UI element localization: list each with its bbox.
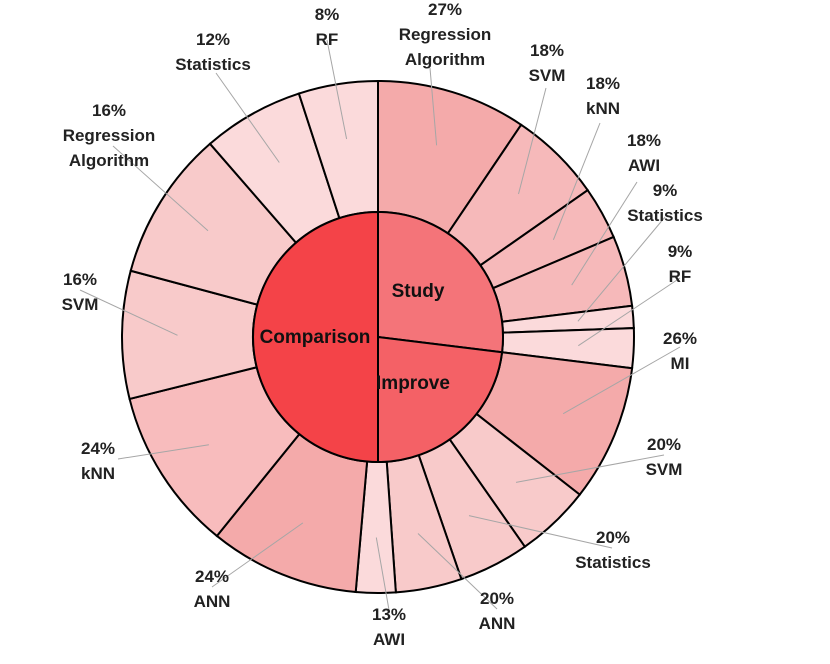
leader-line-improve-svm [515,454,665,483]
data-label-comparison-ann: 24%ANN [194,567,231,611]
leader-line-study-svm [518,87,547,195]
leader-line-improve-mi [562,346,681,415]
inner-ring [252,210,504,464]
inner-slice-comparison [252,210,379,464]
leader-line-improve-ann [417,533,498,610]
leader-line-improve-statistics [468,515,613,549]
data-label-study-svm: 18%SVM [529,41,566,85]
data-label-comparison-rf: 8%RF [315,5,340,49]
data-label-improve-ann: 20%ANN [479,589,516,633]
outer-ring [121,79,635,594]
leader-line-comparison-statistics [215,72,280,163]
leader-line-comparison-rf [326,39,348,140]
inner-label-study: Study [392,281,445,302]
inner-label-improve: Improve [376,373,450,394]
data-label-study-statistics: 9%Statistics [627,181,703,225]
leader-line-comparison-svm [79,289,178,336]
data-label-study-awi: 18%AWI [627,131,661,175]
data-label-improve-mi: 26%MI [663,329,697,373]
leader-lines [79,39,681,611]
data-label-improve-statistics: 20%Statistics [575,528,651,572]
leader-line-study-awi [571,181,638,286]
leader-line-study-regression-algorithm [429,67,438,146]
data-label-comparison-statistics: 12%Statistics [175,30,251,74]
inner-label-comparison: Comparison [260,327,371,348]
data-label-comparison-svm: 16%SVM [62,270,99,314]
data-label-improve-awi: 13%AWI [372,605,406,649]
data-label-study-knn: 18%kNN [586,74,620,118]
leader-line-comparison-knn [117,444,209,460]
inner-slice-improve [377,335,504,464]
data-label-study-rf: 9%RF [668,242,693,286]
inner-slice-study [377,210,504,354]
leader-line-study-statistics [577,216,666,322]
leader-line-comparison-regression-algorithm [112,145,209,232]
data-label-comparison-knn: 24%kNN [81,439,115,483]
leader-line-improve-awi [375,537,390,611]
leader-line-comparison-ann [211,522,304,588]
data-label-improve-svm: 20%SVM [646,435,683,479]
leader-line-study-rf [578,277,681,347]
leader-line-study-knn [552,122,601,240]
